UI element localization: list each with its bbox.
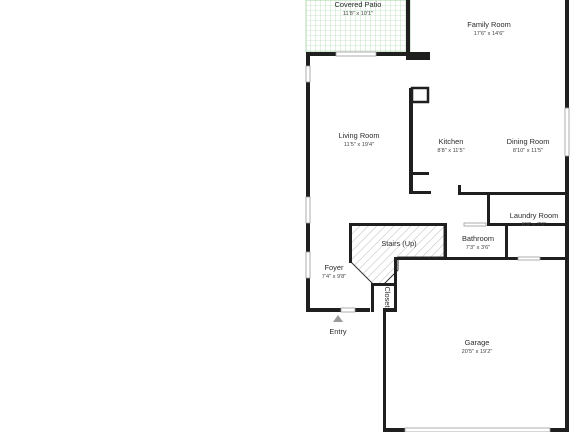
covered-patio-dims: 11'8" x 10'1" — [343, 11, 373, 17]
stairs-label: Stairs (Up) — [381, 239, 416, 248]
living-room-dims: 11'5" x 19'4" — [344, 142, 374, 148]
closet-label: Closet — [383, 287, 392, 308]
kitchen-label: Kitchen — [439, 137, 464, 146]
laundry-room-dims: 8'3" x 7'0" — [522, 222, 546, 228]
foyer-label: Foyer — [325, 263, 344, 272]
family-room-dims: 17'6" x 14'6" — [474, 31, 505, 37]
dining-room-label: Dining Room — [507, 137, 550, 146]
bathroom-label: Bathroom — [462, 234, 494, 243]
windows — [305, 51, 570, 432]
garage-label: Garage — [465, 338, 490, 347]
dining-room-dims: 8'10" x 11'5" — [513, 148, 543, 154]
kitchen-dims: 8'8" x 11'5" — [437, 148, 464, 154]
stairs-area — [350, 224, 445, 286]
bathroom-dims: 7'3" x 3'6" — [466, 245, 490, 251]
entry-label: Entry — [329, 327, 347, 336]
covered-patio-area — [305, 0, 411, 53]
garage-dims: 20'5" x 19'2" — [462, 349, 493, 355]
living-room-label: Living Room — [338, 131, 379, 140]
entry-arrow-icon — [333, 315, 343, 322]
covered-patio-label: Covered Patio — [335, 0, 382, 9]
foyer-dims: 7'4" x 9'8" — [322, 274, 346, 280]
family-room-label: Family Room — [467, 20, 511, 29]
laundry-room-label: Laundry Room — [510, 211, 558, 220]
